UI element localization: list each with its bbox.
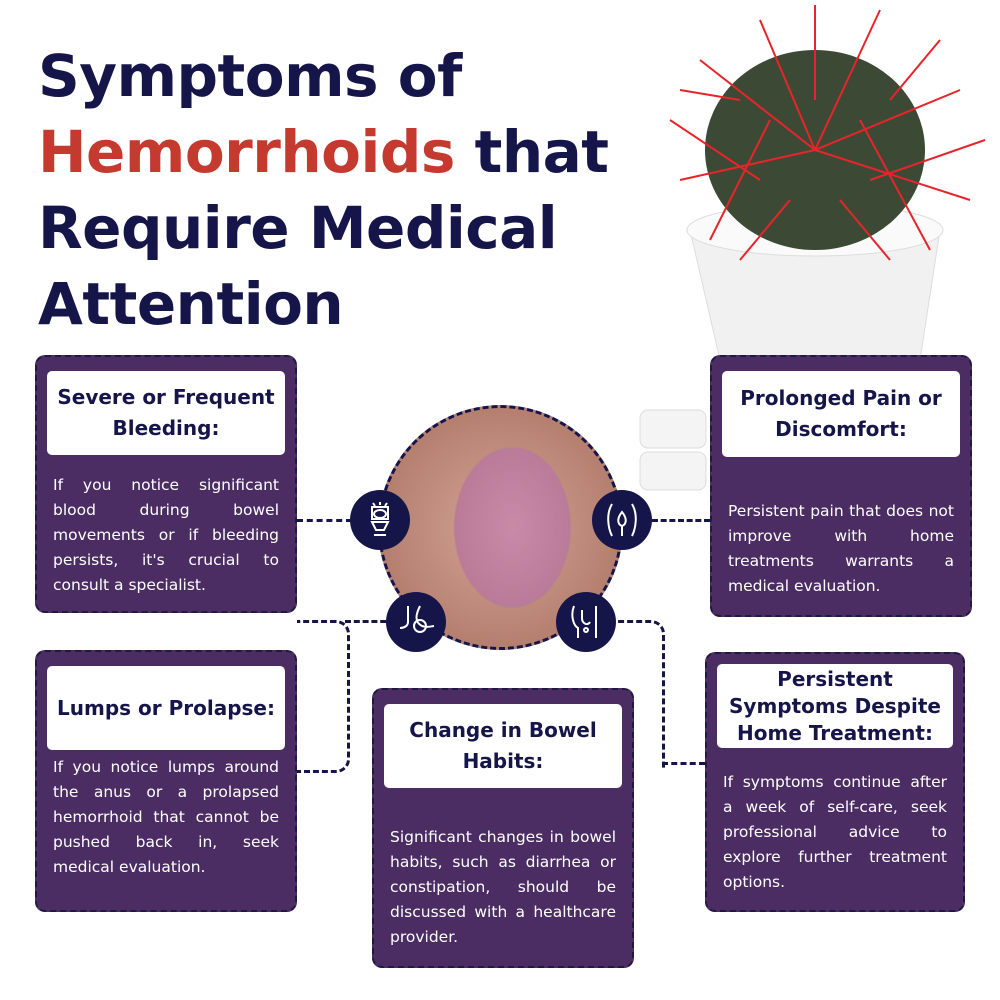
card-title: Persistent Symptoms Despite Home Treatme… (717, 664, 953, 748)
card-text: If you notice significant blood during b… (53, 476, 279, 594)
cactus-image (669, 5, 986, 361)
card-title: Severe or Frequent Bleeding: (47, 371, 285, 455)
bowel-icon (556, 592, 616, 652)
card-title: Lumps or Prolapse: (47, 666, 285, 750)
card-text: Persistent pain that does not improve wi… (728, 502, 954, 595)
card-bowel-habits: Change in Bowel Habits: Significant chan… (372, 688, 634, 968)
title-line: Hemorrhoids that (38, 114, 609, 190)
connector (652, 519, 710, 522)
card-text: Significant changes in bowel habits, suc… (390, 828, 616, 946)
card-pain: Prolonged Pain or Discomfort: Persistent… (710, 355, 972, 617)
connector (600, 620, 665, 768)
card-text: If symptoms continue after a week of sel… (723, 773, 947, 891)
connector (297, 620, 350, 773)
card-text: If you notice lumps around the anus or a… (53, 758, 279, 876)
prolapse-icon (386, 592, 446, 652)
card-lumps: Lumps or Prolapse: If you notice lumps a… (35, 650, 297, 912)
card-title: Prolonged Pain or Discomfort: (722, 371, 960, 457)
title-line: Require Medical (38, 194, 558, 262)
card-bleeding: Severe or Frequent Bleeding: If you noti… (35, 355, 297, 613)
pain-buttocks-icon (592, 490, 652, 550)
connector (297, 519, 352, 522)
page-title: Symptoms of Hemorrhoids that Require Med… (38, 38, 609, 342)
toilet-icon (350, 490, 410, 550)
title-line: Symptoms of (38, 42, 462, 110)
title-line: Attention (38, 270, 344, 338)
title-highlight: Hemorrhoids (38, 118, 455, 186)
connector (345, 620, 395, 623)
title-rest: that (454, 118, 609, 186)
suppository-image (639, 409, 707, 491)
card-title: Change in Bowel Habits: (384, 704, 622, 788)
card-persistent: Persistent Symptoms Despite Home Treatme… (705, 652, 965, 912)
connector (662, 762, 705, 765)
